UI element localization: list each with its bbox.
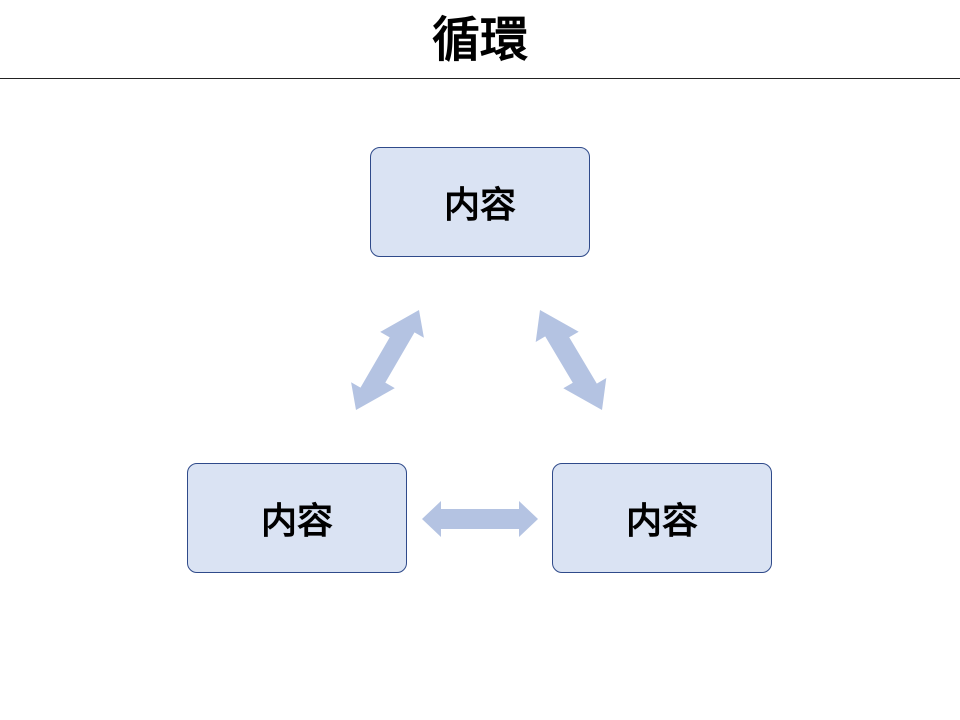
arrow-bottom-double [422,501,538,537]
title-divider [0,78,960,79]
arrow-top-right-double [535,310,607,410]
cycle-node-bottom-left: 内容 [187,463,407,573]
page-title: 循環 [431,12,528,68]
cycle-node-top: 内容 [370,147,590,257]
arrow-top-left-double [351,310,424,410]
cycle-node-bottom-right: 内容 [552,463,772,573]
